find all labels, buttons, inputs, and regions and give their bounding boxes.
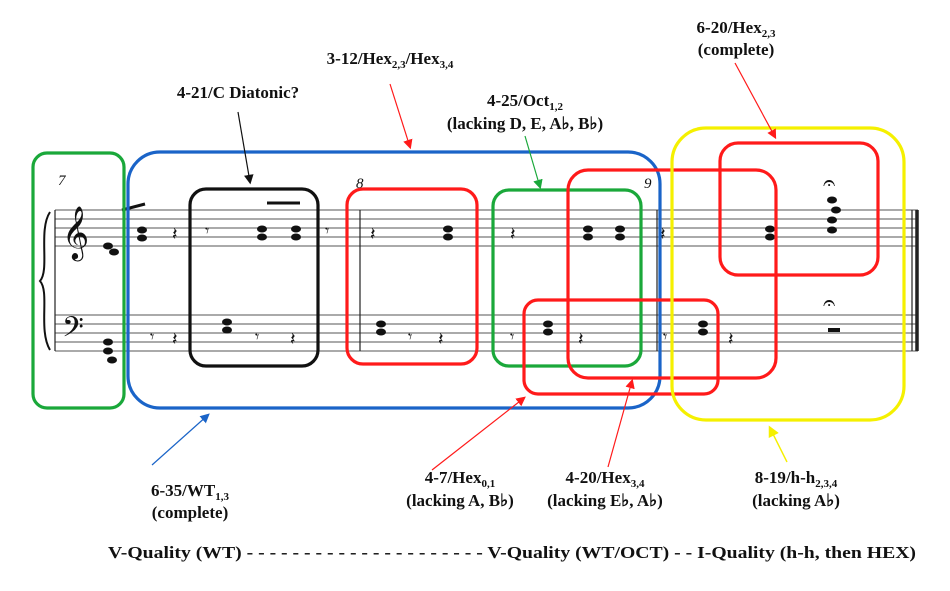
- svg-text:𝄐: 𝄐: [823, 170, 835, 195]
- label-6-35-note: (complete): [152, 503, 228, 522]
- box-yellow-8-19: [670, 126, 906, 422]
- label-4-25-note: (lacking D, E, A♭, B♭): [447, 114, 603, 133]
- box-blue-6-35: [126, 150, 662, 410]
- svg-text:𝄾: 𝄾: [150, 329, 154, 346]
- arrow-4-21: [237, 111, 254, 185]
- box-red-3-12: [345, 187, 479, 366]
- svg-text:𝄽: 𝄽: [578, 329, 584, 349]
- svg-text:𝄾: 𝄾: [663, 329, 667, 346]
- treble-clef-icon: 𝄞: [62, 206, 89, 261]
- arrow-4-25: [524, 135, 543, 190]
- label-4-20: 4-20/Hex3,4: [566, 468, 645, 490]
- svg-text:𝄽: 𝄽: [290, 329, 296, 349]
- svg-text:𝄽: 𝄽: [660, 224, 666, 244]
- svg-text:𝄾: 𝄾: [255, 329, 259, 346]
- svg-text:𝄽: 𝄽: [438, 329, 444, 349]
- svg-text:𝄾: 𝄾: [325, 223, 329, 240]
- notes: 𝄽 𝄾 𝄾 𝄽 𝄽 𝄽 𝄐 𝄾 𝄽 𝄾 𝄽 𝄾 𝄽 𝄾 𝄽 𝄾 𝄽 𝄐: [103, 170, 841, 364]
- svg-text:𝄽: 𝄽: [172, 224, 178, 244]
- svg-text:𝄽: 𝄽: [728, 329, 734, 349]
- arrow-8-19: [768, 425, 788, 463]
- svg-text:𝄾: 𝄾: [205, 223, 209, 240]
- svg-text:𝄽: 𝄽: [370, 224, 376, 244]
- arrow-4-7: [431, 396, 526, 471]
- bass-clef-icon: 𝄢: [62, 313, 84, 350]
- barlines: [54, 210, 919, 351]
- svg-text:𝄐: 𝄐: [823, 290, 835, 315]
- svg-text:𝄾: 𝄾: [510, 329, 514, 346]
- label-6-20-note: (complete): [698, 40, 774, 59]
- treble-staff: [55, 209, 918, 247]
- box-black-4-21: [188, 187, 320, 368]
- label-3-12: 3-12/Hex2,3/Hex3,4: [327, 49, 454, 71]
- measure-number-8: 8: [356, 176, 364, 192]
- box-green-m7: [31, 151, 126, 410]
- svg-text:𝄽: 𝄽: [172, 329, 178, 349]
- label-8-19-note: (lacking A♭): [752, 491, 840, 510]
- svg-text:𝄽: 𝄽: [510, 224, 516, 244]
- label-4-21: 4-21/C Diatonic?: [177, 83, 299, 102]
- arrow-6-35: [151, 413, 210, 466]
- bass-staff: [55, 314, 918, 352]
- measure-number-7: 7: [58, 173, 67, 189]
- measure-number-9: 9: [644, 176, 652, 192]
- label-8-19: 8-19/h-h2,3,4: [755, 468, 838, 490]
- label-6-20: 6-20/Hex2,3: [697, 18, 776, 40]
- arrow-4-20: [607, 378, 635, 468]
- label-4-25: 4-25/Oct1,2: [487, 91, 564, 113]
- box-red-4-7: [522, 298, 720, 396]
- label-4-7: 4-7/Hex0,1: [425, 468, 495, 490]
- brace: [38, 211, 51, 351]
- label-6-35: 6-35/WT1,3: [151, 481, 229, 503]
- label-4-20-note: (lacking E♭, A♭): [547, 491, 663, 510]
- arrow-3-12: [389, 83, 413, 150]
- arrow-6-20: [734, 62, 777, 140]
- label-4-7-note: (lacking A, B♭): [406, 491, 514, 510]
- box-red-6-20: [718, 141, 880, 277]
- svg-text:𝄾: 𝄾: [408, 329, 412, 346]
- quality-footer: V-Quality (WT) - - - - - - - - - - - - -…: [108, 543, 916, 562]
